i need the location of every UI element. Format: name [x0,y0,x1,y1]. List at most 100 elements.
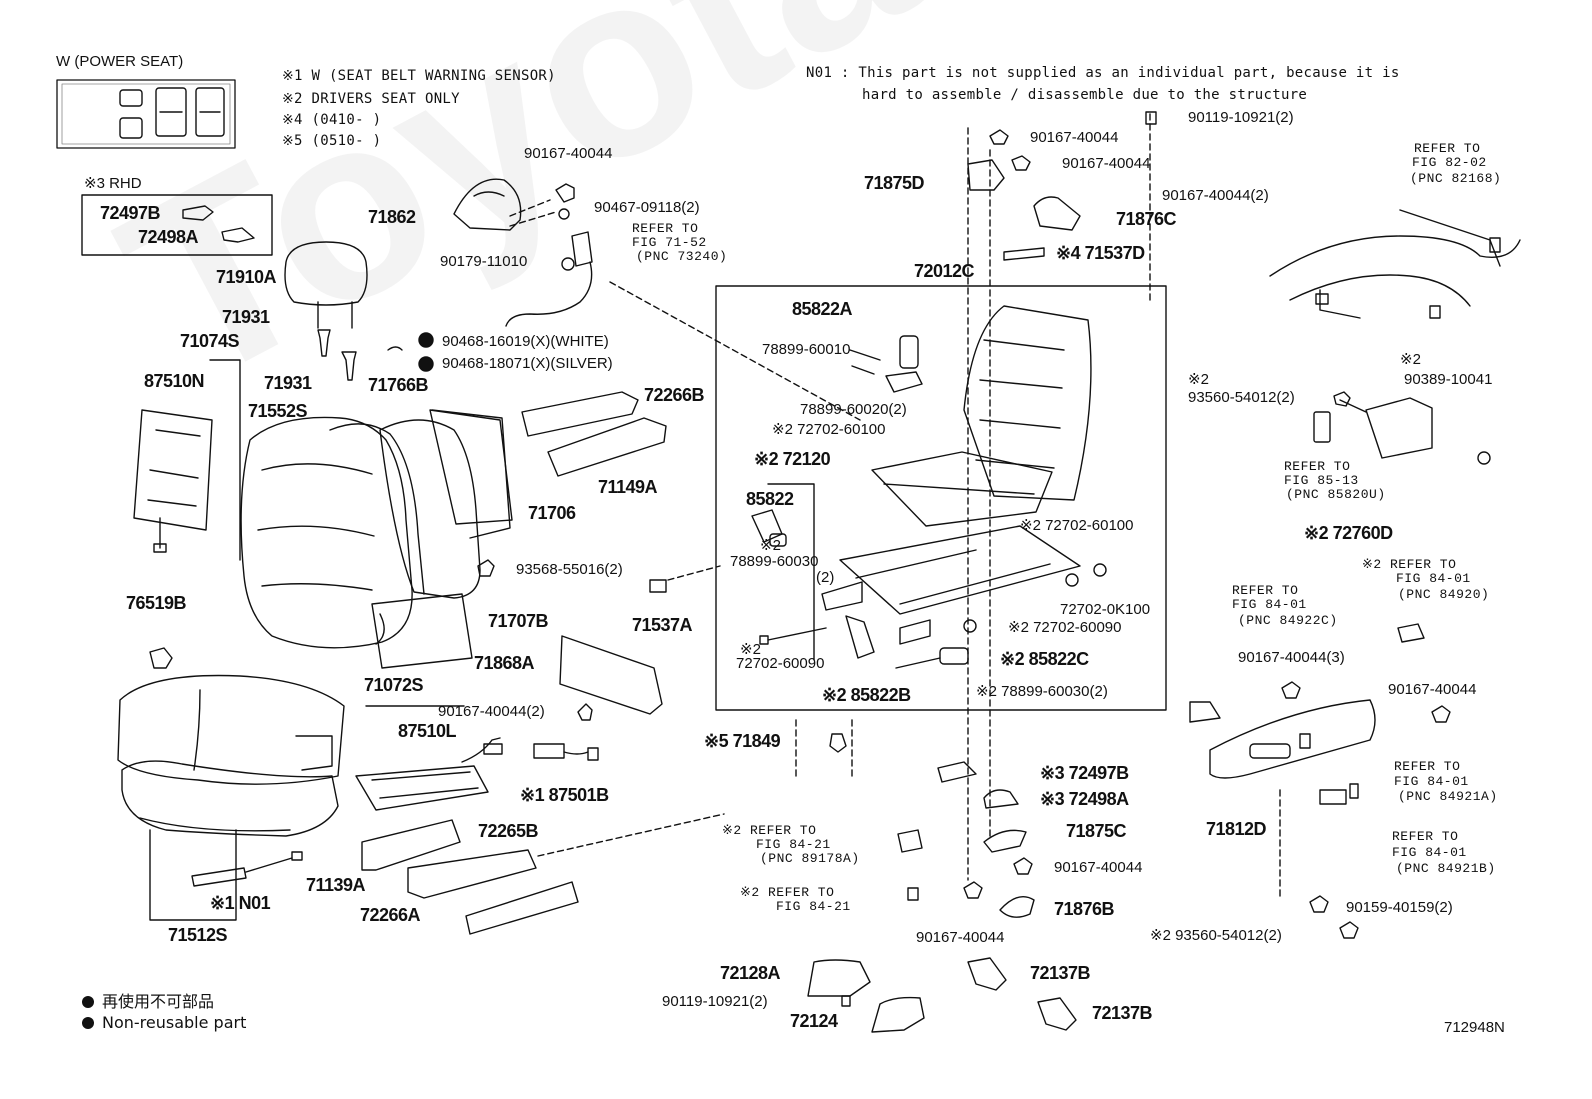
part-71537A: 71537A [632,615,693,635]
legend-dot-icon [82,1017,94,1029]
part-85822: 85822 [746,489,794,509]
part-90167-40044-2a: 90167-40044(2) [438,703,545,720]
bracket-72498A [983,789,1019,809]
part-90467-09118: 90467-09118(2) [594,199,700,216]
refer-82-02-l3: (PNC 82168) [1410,171,1502,186]
part-72497B: ※3 72497B [1040,763,1129,783]
part-90167-40044-f: 90167-40044 [1388,681,1477,698]
leader-71512S [149,829,237,921]
part-72702-0K100: 72702-0K100 [1060,601,1151,618]
bracket-72498A-rhd [221,227,255,243]
part-71512S: 71512S [168,925,228,945]
part-71072S: 71072S [364,675,424,695]
part-72702-60090-a-mark: ※2 [740,641,761,658]
part-71766B: 71766B [368,375,429,395]
dot-90468-white [418,332,434,348]
frame-box-72012C [715,285,1167,711]
screw-90167-40044-2a [577,703,593,721]
refer-85-13-l1: REFER TO [1284,459,1351,474]
part-N01: ※1 N01 [210,893,271,913]
switch-cover-71812D [1209,699,1376,805]
part-71552S: 71552S [248,401,308,421]
part-78899-60030-a-mark: ※2 [760,537,781,554]
part-72128A: 72128A [720,963,781,983]
note-2: ※2 DRIVERS SEAT ONLY [282,91,460,107]
part-71139A: 71139A [306,875,366,895]
part-90389-10041: 90389-10041 [1404,371,1493,388]
part-90167-40044-b: 90167-40044 [1030,129,1119,146]
part-72265B: 72265B [478,821,539,841]
part-71876C: 71876C [1116,209,1177,229]
panel-71706 [429,409,513,525]
belt-cover-71862 [453,178,522,231]
connector-84920 [1397,623,1425,643]
part-71074S: 71074S [180,331,240,351]
bracket-72497B-rhd [182,205,214,221]
clip-refer-84-21 [907,887,919,901]
part-72497B-rhd: 72497B [100,203,161,223]
seatback-pad-71766B [379,409,511,599]
refer-84-01-a-l2: FIG 84-01 [1396,571,1471,586]
part-71875C: 71875C [1066,821,1127,841]
guide-71931-a [317,329,331,357]
part-72012C: 72012C [914,261,975,281]
motor-85822 [751,509,787,547]
part-71868A: 71868A [474,653,535,673]
n01-note-line1: N01 : This part is not supplied as an in… [806,65,1400,81]
bolt-78899-60020 [851,365,875,375]
leader-72120 [767,483,815,661]
seat-frame [821,305,1092,645]
note-5: ※5 (0510- ) [282,133,382,149]
back-board-71707B [371,593,473,669]
seatback-cover-71552S [240,416,425,649]
screw-72702-60100b [1093,563,1107,577]
part-72137B-b: 72137B [1092,1003,1153,1023]
part-76519B: 76519B [126,593,187,613]
part-71875D: 71875D [864,173,925,193]
part-71931-b: 71931 [264,373,312,393]
part-90167-40044-3: 90167-40044(3) [1238,649,1345,666]
part-78899-60030-a-qty: (2) [816,569,835,586]
refer-84-01-c-l1: REFER TO [1394,759,1461,774]
screw-93560b [1339,921,1359,939]
legend-jp-text: 再使用不可部品 [102,992,215,1011]
screw-90167-40044d [1013,857,1033,875]
guide-71931-b [341,351,357,381]
refer-84-01-b-l1: REFER TO [1232,583,1299,598]
clip-76519B [149,647,173,669]
screw-90159 [1309,895,1329,913]
part-72702-60100-a: ※2 72702-60100 [772,421,886,438]
motor-85822C [895,647,969,669]
part-90167-40044-d: 90167-40044 [1054,859,1143,876]
rhd-box [81,194,273,256]
bracket-71139A [407,849,537,899]
refer-84-01-a-l3: (PNC 84920) [1398,587,1490,602]
part-90167-40044-e: 90167-40044 [916,929,1005,946]
refer-84-01-b-l2: FIG 84-01 [1232,597,1307,612]
nut-90467 [558,208,570,220]
part-78899-60020: 78899-60020(2) [800,401,907,418]
screw-72702-60090b [963,619,977,633]
n01-note-line2: hard to assemble / disassemble due to th… [862,87,1308,103]
refer-84-21-b-l1: ※2 REFER TO [740,885,835,900]
screw-90119-10921b [841,995,851,1007]
part-72498A-rhd: 72498A [138,227,199,247]
cushion-cover-71072S [117,674,345,785]
clip-93568 [477,559,495,577]
part-87501B: ※1 87501B [520,785,609,805]
refer-85-13-l2: FIG 85-13 [1284,473,1359,488]
headrest-71910A [284,241,368,329]
refer-84-01-c-l2: FIG 84-01 [1394,774,1469,789]
part-78899-60010: 78899-60010 [762,341,851,358]
part-87510L: 87510L [398,721,457,741]
screw-90167-40044a [555,183,575,203]
part-72137B-a: 72137B [1030,963,1091,983]
part-78899-60030-a: 78899-60030 [730,553,819,570]
part-71849: ※5 71849 [704,731,781,751]
legend-en: Non-reusable part [82,1013,246,1032]
bracket-71876C [1033,196,1081,231]
refer-84-01-c-l3: (PNC 84921A) [1398,789,1498,804]
heater-87510N [133,409,213,553]
cover-72137B-a [967,957,1007,991]
